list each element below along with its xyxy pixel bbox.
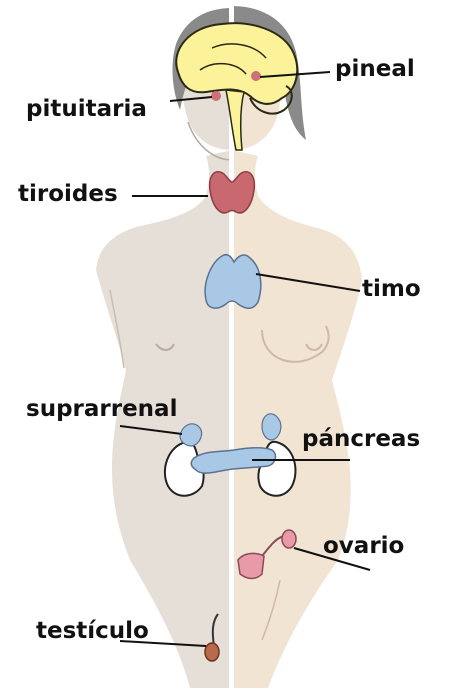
female-half-body [232,6,362,688]
label-timo: timo [362,278,421,301]
pineal-gland [251,71,261,81]
label-testiculo: testículo [36,620,149,643]
pituitary-gland [211,91,221,101]
label-suprarrenal: suprarrenal [26,398,177,421]
label-pituitaria: pituitaria [26,98,147,121]
label-pancreas: páncreas [302,428,420,451]
label-ovario: ovario [323,535,404,558]
ovary [282,530,296,548]
label-pineal: pineal [335,58,415,81]
label-tiroides: tiroides [18,183,118,206]
uterus [238,553,264,578]
testicle [205,643,219,661]
right-adrenal-gland [262,414,281,440]
